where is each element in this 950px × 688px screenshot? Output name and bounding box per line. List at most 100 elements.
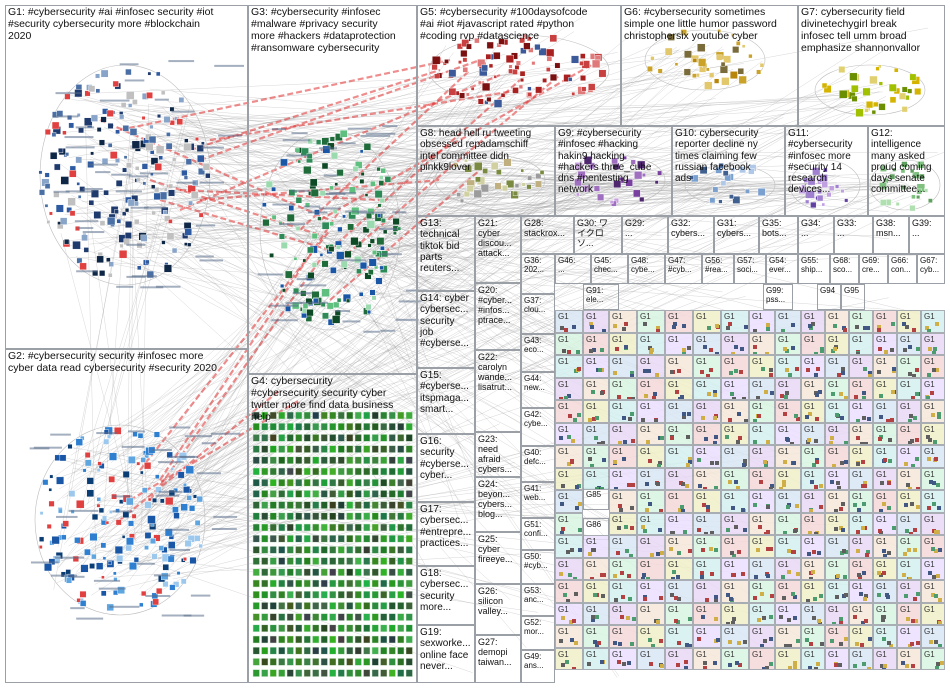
small-group-cell[interactable]: G1: [801, 355, 825, 378]
small-group-cell[interactable]: G1: [849, 648, 873, 671]
small-group-cell[interactable]: G1: [721, 603, 749, 626]
small-group-cell[interactable]: G1: [897, 355, 921, 378]
small-group-cell[interactable]: G1: [721, 468, 749, 491]
small-group-cell[interactable]: G1: [555, 355, 583, 378]
small-group-cell[interactable]: G1: [825, 378, 849, 401]
small-group-cell[interactable]: G1: [583, 423, 609, 446]
small-group-cell[interactable]: G1: [721, 580, 749, 603]
small-group-cell[interactable]: G1: [849, 603, 873, 626]
small-group-cell[interactable]: G1: [721, 558, 749, 581]
small-group-cell[interactable]: G1: [775, 378, 801, 401]
small-group-cell[interactable]: G1: [921, 445, 945, 468]
group-cell-g91[interactable]: G91: ele...: [583, 284, 619, 310]
small-group-cell[interactable]: G1: [665, 648, 693, 671]
small-group-cell[interactable]: G1: [749, 355, 775, 378]
group-cell-g6[interactable]: G6: #cybersecurity sometimes simple one …: [621, 5, 798, 126]
small-group-cell[interactable]: G1: [693, 513, 721, 536]
small-group-cell[interactable]: G1: [897, 535, 921, 558]
small-group-cell[interactable]: G1: [665, 378, 693, 401]
small-group-cell[interactable]: G1: [849, 310, 873, 333]
small-group-cell[interactable]: G1: [897, 468, 921, 491]
group-cell-g20[interactable]: G20: #cyber... #infos... ptrace...: [475, 283, 521, 350]
group-cell-g51[interactable]: G51: confi...: [521, 518, 555, 550]
small-group-cell[interactable]: G1: [801, 445, 825, 468]
small-group-cell[interactable]: G1: [897, 603, 921, 626]
group-cell-g66[interactable]: G66: con...: [888, 254, 917, 284]
small-group-cell[interactable]: G1: [555, 535, 583, 558]
small-group-cell[interactable]: G1: [583, 468, 609, 491]
small-group-cell[interactable]: G1: [637, 333, 665, 356]
small-group-cell[interactable]: G1: [825, 310, 849, 333]
small-group-cell[interactable]: G1: [609, 648, 637, 671]
group-cell-g30[interactable]: G30: ワ イクロソ...: [574, 216, 622, 254]
small-group-cell[interactable]: G1: [609, 490, 637, 513]
small-group-cell[interactable]: G1: [801, 378, 825, 401]
small-group-cell[interactable]: G1: [665, 603, 693, 626]
group-cell-g21[interactable]: G21: cyber discou... attack...: [475, 216, 521, 283]
group-cell-g42[interactable]: G42: cybe...: [521, 408, 555, 446]
small-group-cell[interactable]: G1: [665, 423, 693, 446]
small-group-cell[interactable]: G1: [609, 625, 637, 648]
small-group-cell[interactable]: G1: [801, 648, 825, 671]
group-cell-g24[interactable]: G24: beyon... cybers... blog...: [475, 477, 521, 532]
small-group-cell[interactable]: G1: [693, 468, 721, 491]
group-cell-g36[interactable]: G36: 202...: [521, 254, 555, 294]
small-group-cell[interactable]: G1: [609, 400, 637, 423]
small-group-cell[interactable]: G1: [665, 580, 693, 603]
small-group-cell[interactable]: G1: [873, 513, 897, 536]
small-group-cell[interactable]: G1: [749, 310, 775, 333]
group-cell-g52[interactable]: G52: mor...: [521, 616, 555, 650]
small-group-cell[interactable]: G1: [665, 400, 693, 423]
small-group-cell[interactable]: G1: [873, 625, 897, 648]
small-group-cell[interactable]: G1: [749, 378, 775, 401]
small-group-cell[interactable]: G1: [637, 423, 665, 446]
small-group-cell[interactable]: G1: [749, 513, 775, 536]
small-group-cell[interactable]: G1: [921, 648, 945, 671]
small-group-cell[interactable]: G1: [749, 445, 775, 468]
small-group-cell[interactable]: G1: [665, 445, 693, 468]
small-group-cell[interactable]: G1: [897, 423, 921, 446]
small-group-cell[interactable]: G1: [749, 468, 775, 491]
small-group-cell[interactable]: G1: [921, 423, 945, 446]
small-group-cell[interactable]: G1: [897, 333, 921, 356]
group-cell-g31[interactable]: G31: cybers...: [714, 216, 759, 254]
small-group-cell[interactable]: G1: [637, 445, 665, 468]
group-cell-g95[interactable]: G95: [841, 284, 865, 310]
small-group-cell[interactable]: G1: [693, 333, 721, 356]
small-group-cell[interactable]: G1: [825, 468, 849, 491]
group-cell-g45[interactable]: G45: chec...: [591, 254, 628, 284]
small-group-cell[interactable]: G1: [897, 445, 921, 468]
small-group-cell[interactable]: G1: [721, 535, 749, 558]
small-group-cell[interactable]: G1: [749, 333, 775, 356]
small-group-cell[interactable]: G1: [825, 535, 849, 558]
small-group-cell[interactable]: G1: [775, 445, 801, 468]
small-group-cell[interactable]: G1: [897, 558, 921, 581]
small-group-cell[interactable]: G1: [693, 535, 721, 558]
group-cell-g19[interactable]: G19: sexworke... online face never...: [417, 625, 475, 683]
small-group-cell[interactable]: G1: [873, 535, 897, 558]
small-group-cell[interactable]: G1: [873, 603, 897, 626]
small-group-cell[interactable]: G1: [583, 310, 609, 333]
small-group-cell[interactable]: G1: [693, 490, 721, 513]
small-group-cell[interactable]: G1: [721, 378, 749, 401]
small-group-cell[interactable]: G1: [921, 490, 945, 513]
small-group-cell[interactable]: G1: [921, 580, 945, 603]
small-group-cell[interactable]: G1: [825, 333, 849, 356]
group-cell-g7[interactable]: G7: cybersecurity field divinetechygirl …: [798, 5, 945, 126]
small-group-cell[interactable]: G1: [873, 378, 897, 401]
small-group-cell[interactable]: G1: [721, 513, 749, 536]
group-cell-g47[interactable]: G47: #cyb...: [665, 254, 702, 284]
group-cell-g22[interactable]: G22: carolyn wande... lisatrut...: [475, 350, 521, 432]
small-group-cell[interactable]: G1: [609, 445, 637, 468]
small-group-cell[interactable]: G1: [609, 310, 637, 333]
small-group-cell[interactable]: G1: [609, 580, 637, 603]
small-group-cell[interactable]: G1: [637, 513, 665, 536]
group-cell-g49[interactable]: G49: ans...: [521, 650, 555, 683]
small-group-cell[interactable]: G1: [921, 625, 945, 648]
small-group-cell[interactable]: G1: [897, 648, 921, 671]
small-group-cell[interactable]: G1: [801, 603, 825, 626]
small-group-cell[interactable]: G1: [583, 378, 609, 401]
group-cell-g16[interactable]: G16: security #cyberse... cyber...: [417, 434, 475, 502]
small-group-cell[interactable]: G1: [721, 490, 749, 513]
small-group-cell[interactable]: G1: [583, 625, 609, 648]
